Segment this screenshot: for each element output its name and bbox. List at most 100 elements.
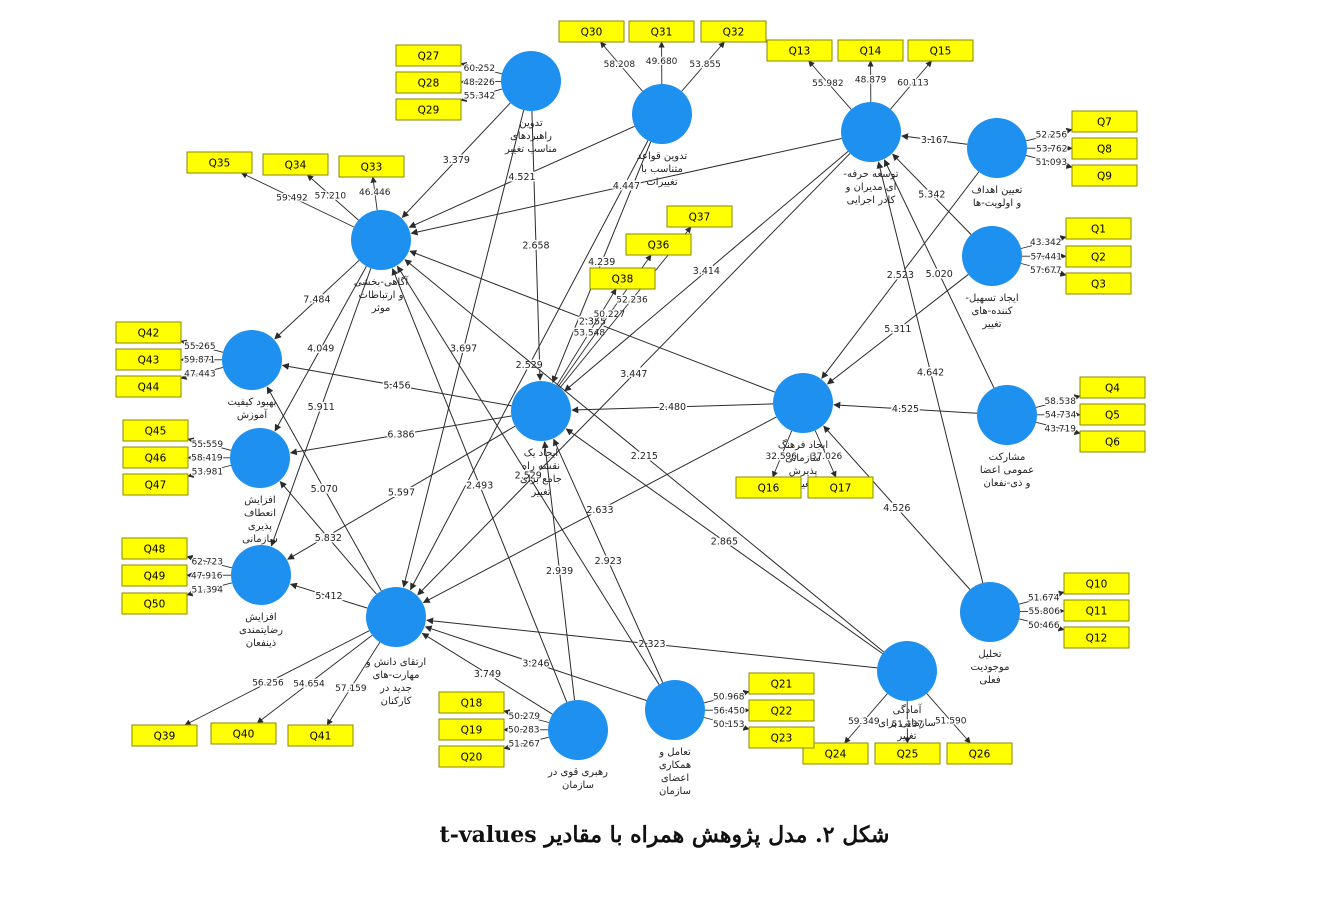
path-C1-C6 xyxy=(401,102,511,218)
indicator-Q19: Q19 xyxy=(438,718,505,741)
path-coefficient-t: 4.525 xyxy=(892,404,919,415)
indicator-box xyxy=(131,724,198,747)
indicator-box xyxy=(438,691,505,714)
figure-caption: شکل ۲. مدل پژوهش همراه با مقادیر t-value… xyxy=(0,822,1329,848)
caption-text: شکل ۲. مدل پژوهش همراه با مقادیر xyxy=(544,822,890,848)
loading-t-value: 50.466 xyxy=(1028,621,1060,631)
path-C4-C3 xyxy=(901,133,968,145)
indicator-box xyxy=(589,267,656,290)
indicator-Q12: Q12 xyxy=(1063,626,1130,649)
indicator-box xyxy=(262,153,329,176)
indicator-label: Q37 xyxy=(689,212,711,224)
loading-t-value: 57.677 xyxy=(1030,266,1062,276)
path-coefficient-t: 2.480 xyxy=(659,402,686,413)
indicator-label: Q31 xyxy=(651,27,673,39)
loading-Q9 xyxy=(1025,154,1073,169)
indicator-Q8: Q8 xyxy=(1071,137,1138,160)
construct-circle xyxy=(841,102,901,162)
loading-t-value: 57.210 xyxy=(315,191,347,201)
indicator-label: Q18 xyxy=(461,698,483,710)
loading-t-value: 47.443 xyxy=(184,369,216,379)
path-C10-C9 xyxy=(287,425,516,560)
indicator-Q5: Q5 xyxy=(1079,403,1146,426)
path-coefficient-t: 5.597 xyxy=(388,488,415,499)
path-C3-C10 xyxy=(564,150,849,392)
loading-Q38 xyxy=(556,288,617,386)
indicator-Q10: Q10 xyxy=(1063,572,1130,595)
loading-Q39 xyxy=(184,630,370,726)
path-C6-C9 xyxy=(270,268,372,547)
path-coefficient-t: 2.633 xyxy=(586,505,613,516)
path-coefficient-t: 2.529 xyxy=(516,360,543,371)
loading-Q20 xyxy=(503,736,549,751)
loading-t-value: 59.349 xyxy=(848,717,880,727)
indicator-label: Q32 xyxy=(723,27,745,39)
indicator-label: Q16 xyxy=(758,483,780,495)
indicator-label: Q50 xyxy=(144,599,166,611)
loading-t-value: 47.916 xyxy=(191,571,223,581)
path-coefficient-t: 5.342 xyxy=(918,189,945,200)
indicator-label: Q30 xyxy=(581,27,603,39)
path-coefficient-t: 5.832 xyxy=(315,533,342,544)
indicator-label: Q39 xyxy=(154,731,176,743)
indicator-Q15: Q15 xyxy=(907,39,974,62)
path-C4-C11 xyxy=(821,171,980,379)
indicator-Q45: Q45 xyxy=(122,419,189,442)
path-C2-C15 xyxy=(410,140,649,591)
indicator-Q14: Q14 xyxy=(837,39,904,62)
indicator-box xyxy=(807,476,874,499)
loading-Q48 xyxy=(186,554,232,569)
indicator-box xyxy=(1063,599,1130,622)
indicator-box xyxy=(395,44,462,67)
path-C6-C8 xyxy=(274,265,367,432)
loading-t-value: 54.654 xyxy=(293,679,325,689)
loading-t-value: 62.723 xyxy=(191,558,223,568)
construct-circle xyxy=(222,330,282,390)
path-C11-C10 xyxy=(571,403,774,414)
path-C10-C8 xyxy=(289,415,512,456)
loading-Q3 xyxy=(1020,263,1067,277)
loading-t-value: 59.492 xyxy=(276,193,308,203)
loading-Q13 xyxy=(808,60,852,110)
path-coefficient-t: 2.215 xyxy=(631,451,658,462)
path-C1-C15 xyxy=(401,109,525,588)
indicator-Q26: Q26 xyxy=(946,742,1013,765)
indicator-Q49: Q49 xyxy=(121,564,188,587)
loading-t-value: 52.236 xyxy=(616,295,648,305)
loading-t-value: 48.879 xyxy=(855,75,887,85)
caption-suffix: t-values xyxy=(439,822,537,848)
path-C16-C6 xyxy=(397,265,660,685)
path-C17-C6 xyxy=(391,268,568,703)
path-coefficient-t: 3.749 xyxy=(474,669,501,680)
indicator-label: Q21 xyxy=(771,679,793,691)
indicator-box xyxy=(115,375,182,398)
path-coefficient-t: 3.447 xyxy=(620,369,647,380)
loading-Q30 xyxy=(600,41,643,92)
indicator-box xyxy=(1065,245,1132,268)
loading-Q4 xyxy=(1035,394,1081,408)
path-C1-C10 xyxy=(531,110,544,381)
indicator-label: Q33 xyxy=(361,162,383,174)
indicator-label: Q11 xyxy=(1086,606,1108,618)
loading-t-value: 50.227 xyxy=(594,310,626,320)
loading-Q16 xyxy=(772,430,793,478)
path-C14-C15 xyxy=(426,617,878,669)
loading-t-value: 53.548 xyxy=(574,328,606,338)
construct-circle xyxy=(548,700,608,760)
indicator-Q43: Q43 xyxy=(115,348,182,371)
path-C6-C7 xyxy=(274,260,360,340)
indicator-label: Q43 xyxy=(138,355,160,367)
indicator-box xyxy=(210,722,277,745)
indicator-box xyxy=(907,39,974,62)
